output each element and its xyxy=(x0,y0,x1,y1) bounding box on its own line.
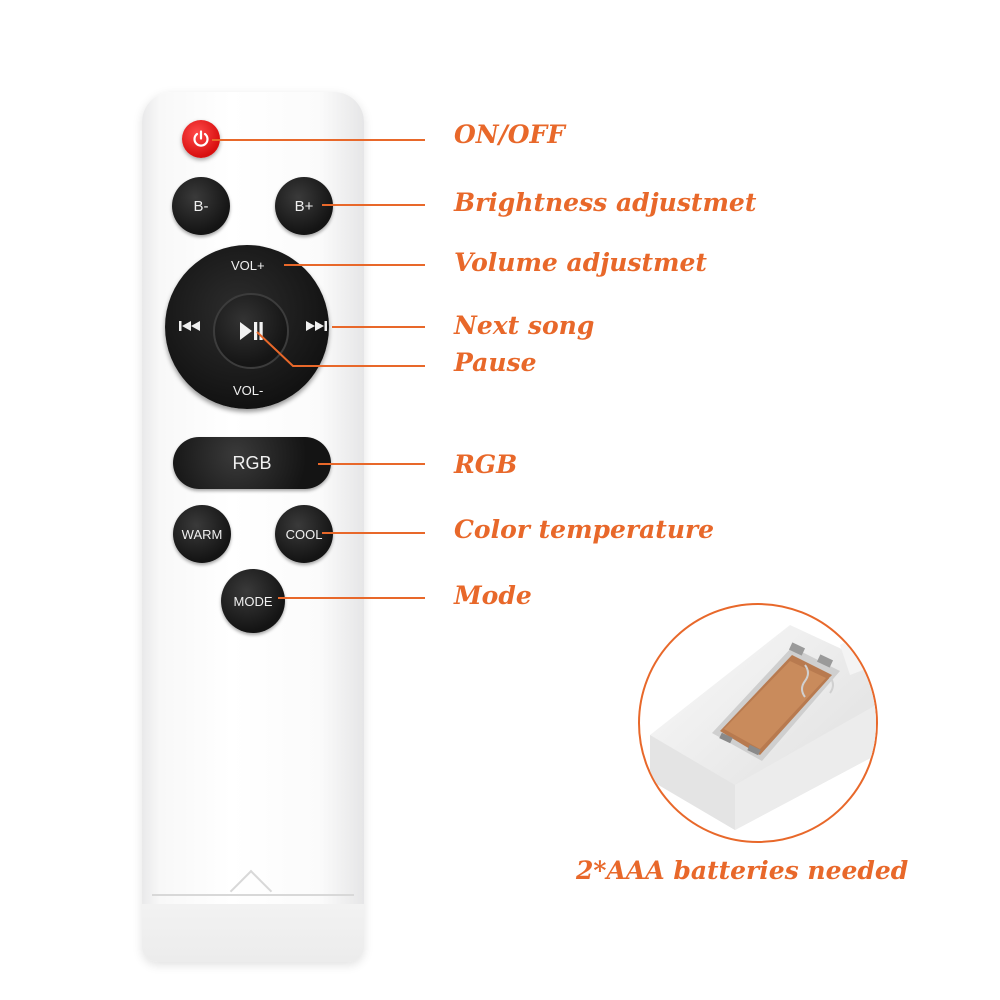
rgb-button[interactable]: RGB xyxy=(173,437,331,489)
brightness-down-button[interactable]: B- xyxy=(172,177,230,235)
battery-note: 2*AAA batteries needed xyxy=(576,856,909,885)
brightness-callout-line xyxy=(322,204,425,206)
next-song-callout-line xyxy=(332,326,425,328)
rgb-callout-line xyxy=(318,463,425,465)
battery-compartment-image xyxy=(650,625,876,830)
volume-label: Volume adjustmet xyxy=(454,248,707,277)
play-pause-button[interactable] xyxy=(213,293,289,369)
color-temperature-label: Color temperature xyxy=(454,515,715,544)
pause-callout-line xyxy=(256,331,425,367)
next-track-icon[interactable] xyxy=(305,320,331,335)
on-off-label: ON/OFF xyxy=(454,120,566,149)
pause-label: Pause xyxy=(454,348,537,377)
next-song-label: Next song xyxy=(454,311,595,340)
color-temperature-callout-line xyxy=(322,532,425,534)
cool-button[interactable]: COOL xyxy=(275,505,333,563)
rgb-label: RGB xyxy=(454,450,518,479)
brightness-label: Brightness adjustmet xyxy=(454,188,757,217)
on-off-callout-line xyxy=(212,139,425,141)
battery-compartment-inset xyxy=(638,603,878,843)
volume-callout-line xyxy=(284,264,425,266)
remote-battery-cover xyxy=(142,904,364,962)
power-icon xyxy=(193,130,209,147)
play-pause-icon xyxy=(240,322,263,340)
vol-down-button[interactable]: VOL- xyxy=(233,383,264,398)
brightness-up-button[interactable]: B+ xyxy=(275,177,333,235)
mode-callout-line xyxy=(278,597,425,599)
remote-groove xyxy=(152,894,354,896)
mode-button[interactable]: MODE xyxy=(221,569,285,633)
mode-label: Mode xyxy=(454,581,532,610)
previous-track-icon[interactable] xyxy=(178,320,204,335)
warm-button[interactable]: WARM xyxy=(173,505,231,563)
vol-up-button[interactable]: VOL+ xyxy=(231,258,265,273)
